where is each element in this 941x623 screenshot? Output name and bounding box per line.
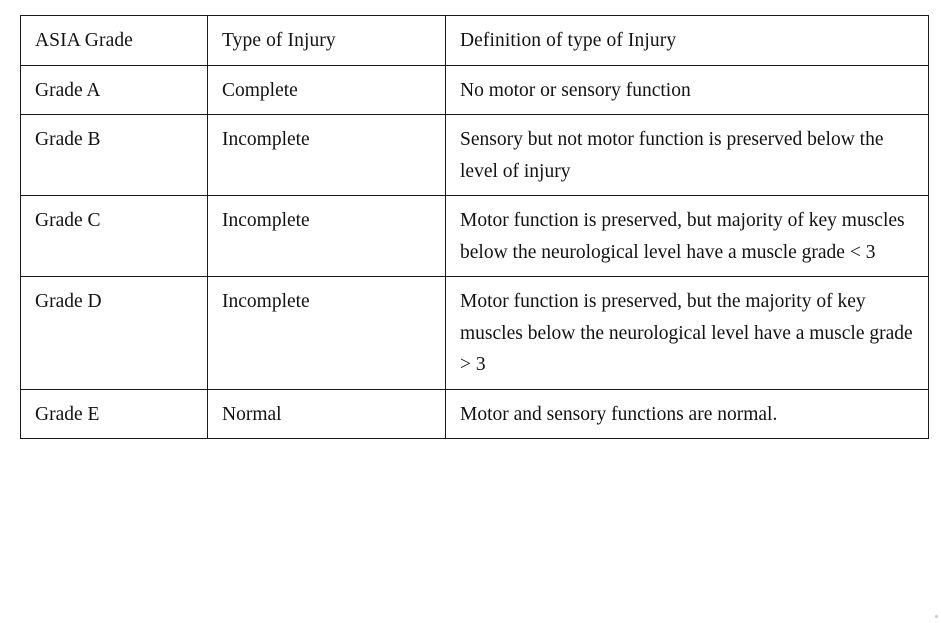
cell-type: Complete [207, 64, 446, 115]
cell-definition: Sensory but not motor function is preser… [445, 114, 929, 196]
table-row: Grade C Incomplete Motor function is pre… [20, 195, 929, 277]
cell-definition: Motor and sensory functions are normal. [445, 388, 929, 439]
table-row: Grade B Incomplete Sensory but not motor… [20, 114, 929, 196]
cell-grade: Grade A [20, 64, 208, 115]
cell-definition: No motor or sensory function [445, 64, 929, 115]
column-header-definition: Definition of type of Injury [445, 15, 929, 66]
cell-grade: Grade E [20, 388, 208, 439]
table-row: Grade D Incomplete Motor function is pre… [20, 276, 929, 390]
asia-impairment-scale-table: ASIA Grade Type of Injury Definition of … [20, 15, 929, 439]
table-row: Grade A Complete No motor or sensory fun… [20, 64, 929, 115]
cell-grade: Grade B [20, 114, 208, 196]
cell-definition: Motor function is preserved, but majorit… [445, 195, 929, 277]
table-header: ASIA Grade Type of Injury Definition of … [20, 15, 929, 66]
table-header-row: ASIA Grade Type of Injury Definition of … [20, 15, 929, 66]
cell-type: Normal [207, 388, 446, 439]
table-body: Grade A Complete No motor or sensory fun… [20, 64, 929, 439]
cell-type: Incomplete [207, 114, 446, 196]
column-header-asia-grade: ASIA Grade [20, 15, 208, 66]
cell-grade: Grade C [20, 195, 208, 277]
scan-artifact-speck [935, 615, 938, 618]
cell-type: Incomplete [207, 276, 446, 390]
cell-definition: Motor function is preserved, but the maj… [445, 276, 929, 390]
cell-type: Incomplete [207, 195, 446, 277]
column-header-type-of-injury: Type of Injury [207, 15, 446, 66]
cell-grade: Grade D [20, 276, 208, 390]
table-row: Grade E Normal Motor and sensory functio… [20, 388, 929, 439]
